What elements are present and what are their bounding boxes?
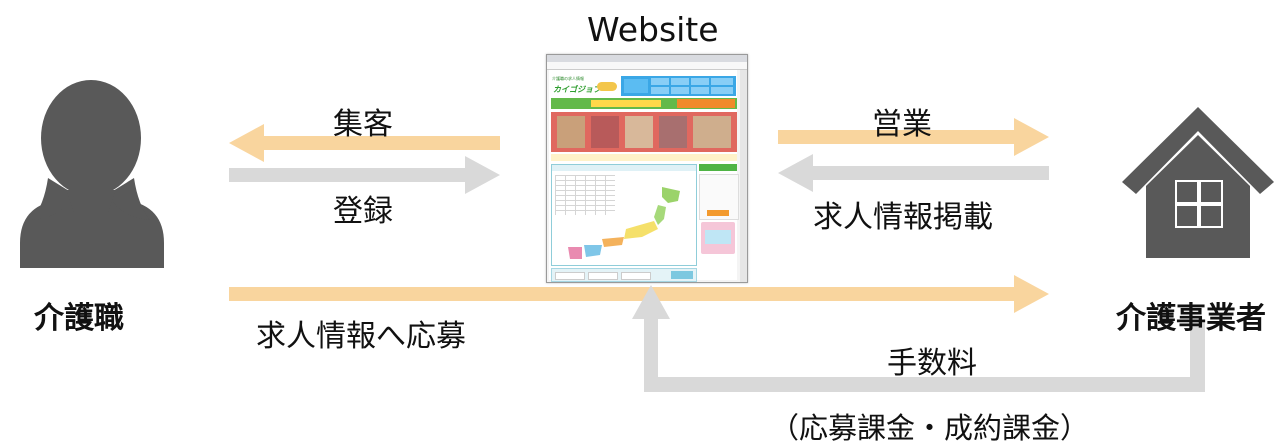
site-search-panel [551,164,697,266]
label-tesuuryou: 手数料 [887,346,977,381]
browser-tab-bar [547,55,747,62]
site-notice-strip [551,154,737,161]
site-logo-tagline: 介護職の求人情報 [552,76,584,81]
website-title: Website [587,10,719,49]
arrow-kyujin-oubo [229,275,1049,313]
label-shuukyaku: 集客 [333,107,393,142]
label-kyujin-keisai: 求人情報掲載 [813,200,993,235]
label-kyujin-oubo: 求人情報へ応募 [256,319,466,354]
site-sidebar [699,164,739,264]
arrow-tesuuryou [632,285,1205,392]
japan-map [568,187,680,259]
label-eigyou: 営業 [872,107,932,142]
label-touroku: 登録 [333,194,393,229]
arrow-shuukyaku [229,124,500,162]
site-badge [597,82,617,91]
site-nav-grid [621,76,736,96]
site-footer-promo [699,268,737,280]
arrow-touroku [229,156,500,194]
person-icon [20,80,164,268]
site-logo-name: カイゴジョブ [553,85,601,94]
site-photo-strip [551,112,737,152]
house-icon [1122,107,1274,258]
browser-address-bar [547,62,747,70]
left-actor-label: 介護職 [34,301,124,336]
site-keyword-search [551,268,697,282]
webpage-content: 介護職の求人情報 カイゴジョブ [549,70,739,282]
label-kakin: （応募課金・成約課金） [770,411,1090,445]
website-screenshot: 介護職の求人情報 カイゴジョブ [546,54,748,283]
arrow-kyujin-keisai [778,154,1049,192]
right-actor-label: 介護事業者 [1116,301,1266,336]
arrow-eigyou [778,118,1049,156]
site-banner [551,98,737,109]
browser-scrollbar [740,70,747,282]
